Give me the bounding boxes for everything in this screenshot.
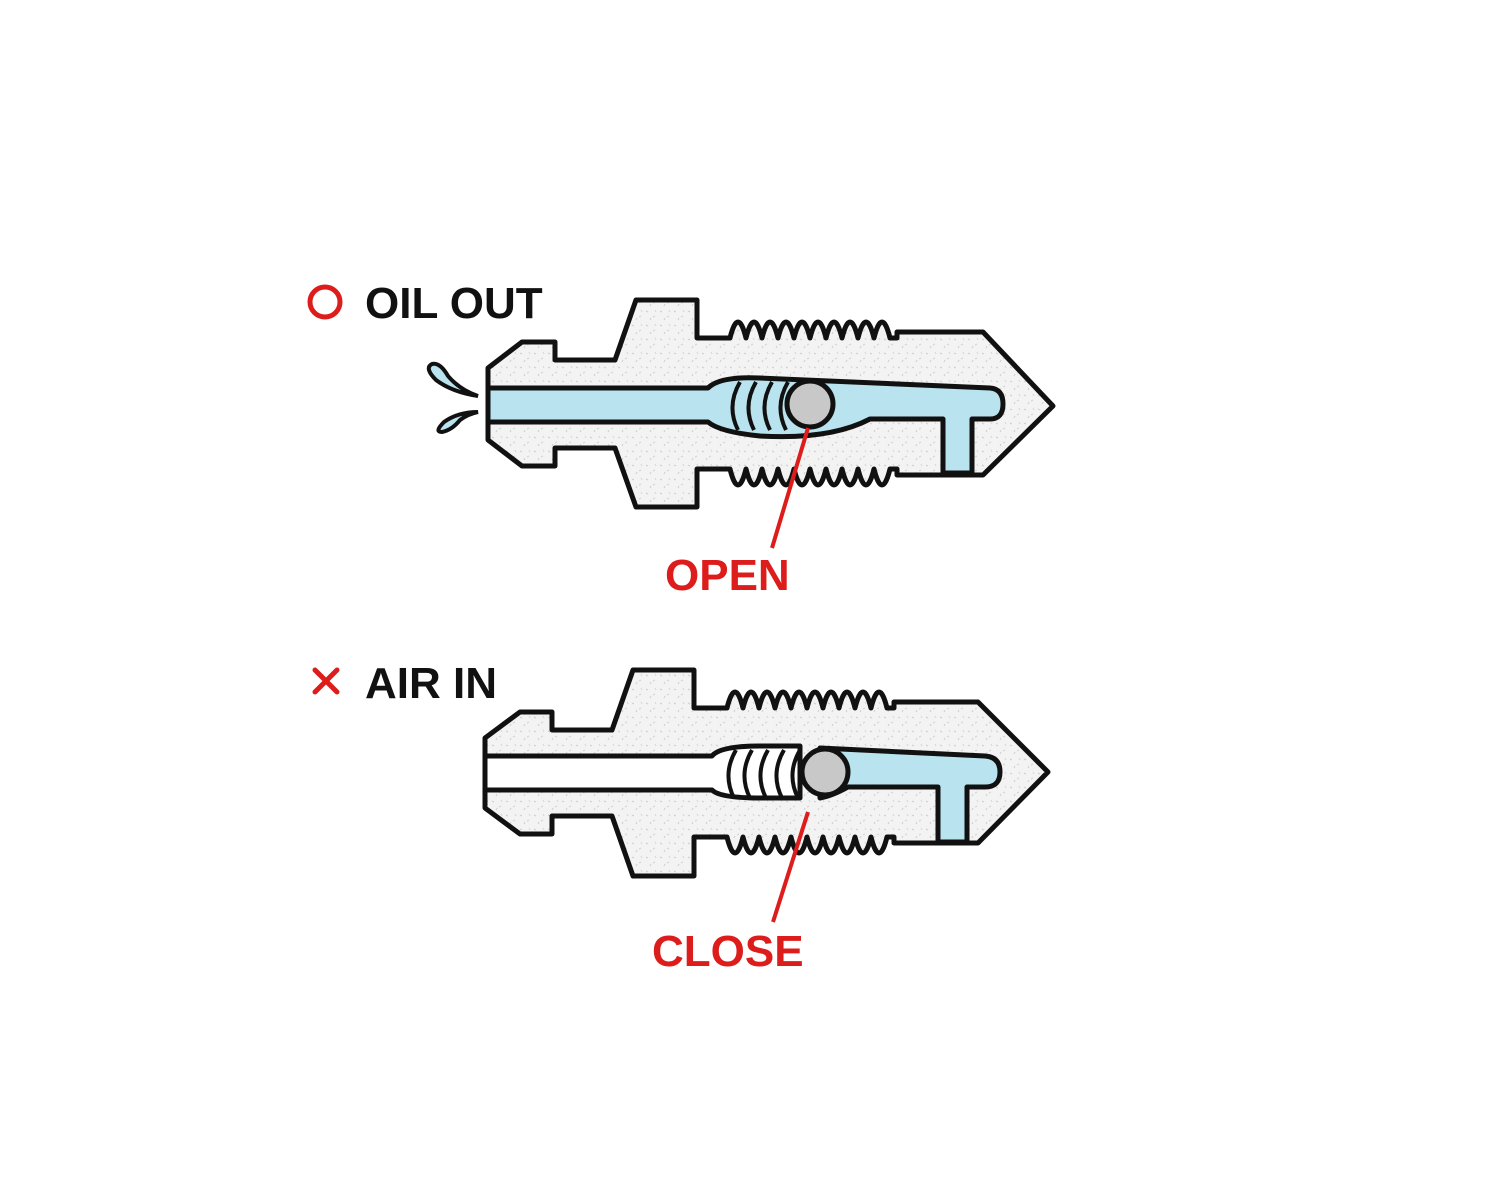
top-check-ball	[784, 378, 836, 430]
bottom-spring	[726, 748, 802, 799]
bottom-empty-channel	[482, 743, 803, 801]
top-status-label: OIL OUT	[365, 279, 543, 328]
circle-icon	[307, 284, 343, 320]
top-callout-line	[770, 427, 810, 549]
bottom-check-ball	[799, 746, 851, 798]
bottom-callout-label: CLOSE	[652, 927, 804, 976]
bottom-status-label: AIR IN	[365, 659, 497, 708]
top-spring	[730, 380, 790, 431]
top-callout-label: OPEN	[665, 551, 790, 600]
oil-droplets-icon	[426, 361, 479, 435]
top-valve: OIL OUT OPEN	[307, 279, 1056, 600]
bottom-callout-line	[771, 811, 810, 923]
cross-icon	[312, 667, 340, 695]
top-fluid-channel	[485, 375, 1006, 476]
bottom-valve: AIR IN CLOSE	[312, 659, 1051, 976]
